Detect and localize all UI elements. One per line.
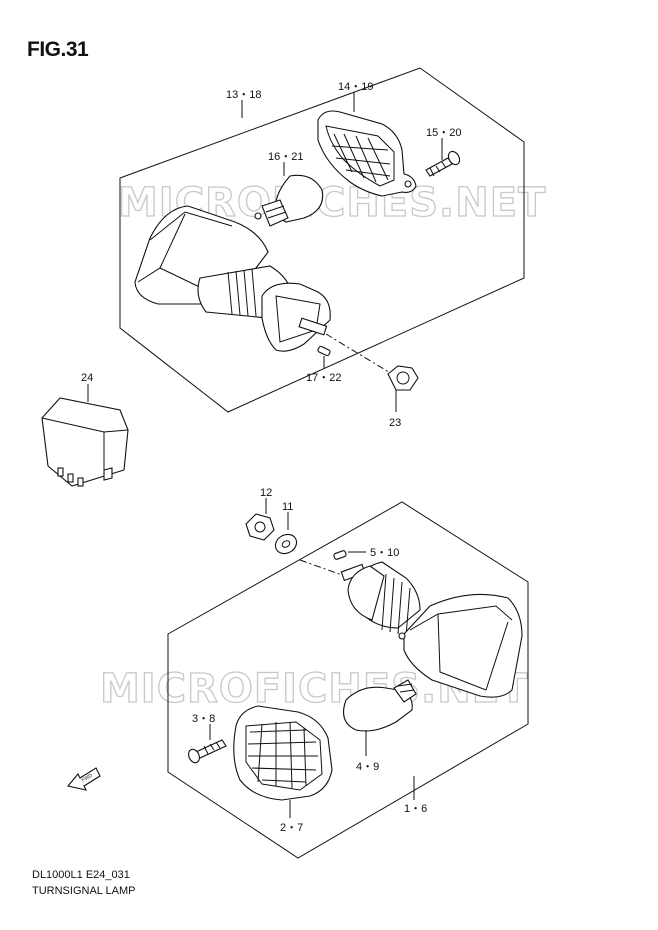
fwd-arrow-icon: FWD (66, 767, 101, 791)
fwd-label: FWD (81, 773, 94, 784)
figure-title: FIG.31 (27, 38, 89, 61)
bottom-lamp-stem[interactable] (340, 561, 421, 637)
relay-24[interactable] (41, 397, 129, 487)
callout-1-6: 1・6 (404, 803, 427, 815)
bottom-washer[interactable] (272, 531, 300, 558)
bottom-lamp-housing[interactable] (398, 593, 523, 698)
diagram-code: DL1000L1 E24_031 (32, 869, 130, 881)
bottom-screw[interactable] (187, 739, 227, 764)
callout-2-7: 2・7 (280, 822, 303, 834)
callout-4-9: 4・9 (356, 761, 379, 773)
top-assembly-frame (119, 67, 525, 413)
callout-17-22: 17・22 (306, 372, 341, 384)
callout-23: 23 (389, 417, 401, 429)
top-bulb[interactable] (254, 174, 324, 227)
callout-3-8: 3・8 (192, 713, 215, 725)
bottom-clip[interactable] (333, 550, 347, 560)
top-nut[interactable] (387, 365, 419, 391)
callout-5-10: 5・10 (370, 547, 399, 559)
callout-13-18: 13・18 (226, 89, 261, 101)
bottom-lamp-lens[interactable] (233, 705, 333, 801)
callout-12: 12 (260, 487, 272, 499)
callout-24: 24 (81, 372, 93, 384)
diagram-title: TURNSIGNAL LAMP (32, 885, 136, 897)
bottom-assembly-frame (167, 501, 529, 859)
callout-14-19: 14・19 (338, 81, 373, 93)
callout-15-20: 15・20 (426, 127, 461, 139)
bottom-bulb[interactable] (343, 679, 417, 732)
top-clip[interactable] (317, 345, 331, 357)
top-screw[interactable] (425, 149, 462, 177)
callout-11: 11 (282, 501, 293, 513)
top-lamp-stem[interactable] (197, 265, 331, 352)
top-assembly-axis (325, 333, 393, 375)
callout-16-21: 16・21 (268, 151, 303, 163)
top-lamp-lens[interactable] (317, 110, 417, 197)
bottom-nut[interactable] (245, 513, 275, 541)
